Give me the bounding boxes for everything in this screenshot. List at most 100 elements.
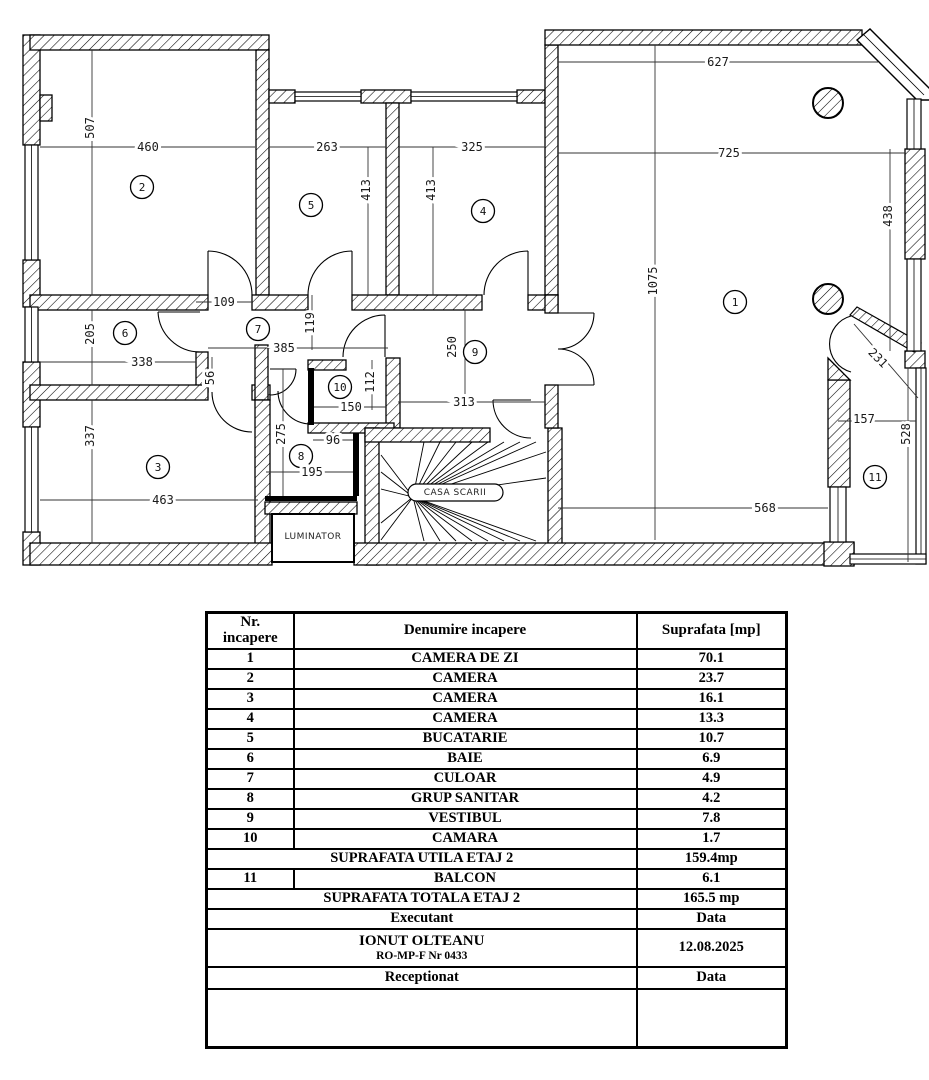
stair-tread-line	[412, 496, 457, 542]
dimension-label: 150	[340, 400, 362, 414]
dimension-label: 112	[363, 371, 377, 393]
dimension-label: 337	[83, 425, 97, 447]
room-number: 1	[732, 296, 739, 309]
room-name-cell: CAMARA	[292, 828, 638, 850]
room-name-cell: CAMERA	[292, 668, 638, 690]
door-swing	[483, 250, 529, 296]
room-name-cell: GRUP SANITAR	[292, 788, 638, 810]
room-number-circle	[470, 198, 496, 224]
room-number-cell: 10	[205, 828, 295, 850]
thin-wall-segment	[265, 496, 357, 501]
dimension-label: 313	[453, 395, 475, 409]
door-swing	[342, 314, 386, 358]
room-name-cell: BUCATARIE	[292, 728, 638, 750]
dimension-label: 325	[461, 140, 483, 154]
wall-segment	[353, 542, 855, 566]
room-name-cell: BALCON	[292, 868, 638, 890]
windows-layer	[24, 91, 927, 565]
room-number-circle	[129, 174, 155, 200]
dimension-label: 205	[83, 323, 97, 345]
wall-segment	[29, 384, 209, 401]
room-name-cell: CAMERA DE ZI	[292, 648, 638, 670]
wall-segment	[29, 542, 273, 566]
executant-data-cell: Data	[635, 908, 788, 930]
wall-segment	[307, 359, 347, 371]
room-number: 5	[308, 199, 315, 212]
luminator-label: LUMINATOR	[284, 532, 341, 542]
wall-segment	[360, 89, 412, 104]
room-number: 9	[472, 346, 479, 359]
room-number-circle	[862, 464, 888, 490]
dimension-label: 275	[274, 423, 288, 445]
room-name-cell: CAMERA	[292, 708, 638, 730]
dimension-label: 413	[424, 179, 438, 201]
chamfer-window-midline	[862, 33, 925, 96]
dimension-label: 231	[865, 345, 890, 370]
stair-label: CASA SCARII	[424, 488, 487, 498]
stair-tread-line	[412, 496, 425, 542]
room-number-cell: 1	[205, 648, 295, 670]
room-number-circle	[298, 192, 324, 218]
room-number-cell: 4	[205, 708, 295, 730]
room-number: 8	[298, 450, 305, 463]
area-cell: 16.1	[635, 688, 788, 710]
luminator: LUMINATOR	[271, 513, 355, 563]
room-number: 7	[255, 323, 262, 336]
empty-signature-cell	[205, 988, 638, 1048]
stair-tread-line	[412, 496, 505, 542]
wall-segment	[385, 102, 400, 296]
subtotal-value-cell: 159.4mp	[635, 848, 788, 870]
header-room-name: Denumire incapere	[292, 611, 638, 650]
dimension-label: 195	[301, 465, 323, 479]
room-number-cell: 5	[205, 728, 295, 750]
dimension-label: 385	[273, 341, 295, 355]
dimension-label: 109	[213, 295, 235, 309]
stair-tread-line	[412, 496, 521, 542]
dimension-label: 460	[137, 140, 159, 154]
stair-tread-line	[412, 496, 473, 542]
area-cell: 4.9	[635, 768, 788, 790]
columns	[812, 87, 844, 315]
door-swing	[157, 311, 201, 353]
receptionat-label-cell: Receptionat	[205, 966, 638, 990]
door-swing	[307, 250, 353, 296]
wall-segment	[255, 49, 270, 296]
room-name-cell: CULOAR	[292, 768, 638, 790]
area-cell: 6.9	[635, 748, 788, 770]
receptionat-data-cell: Data	[635, 966, 788, 990]
room-number: 3	[155, 461, 162, 474]
wall-segment	[516, 89, 546, 104]
dimension-label: 1075	[646, 267, 660, 296]
dimension-label: 96	[326, 433, 340, 447]
balcony-wall-angled-end	[827, 356, 852, 381]
signer-name: IONUT OLTEANU	[359, 933, 485, 950]
room-number-cell: 8	[205, 788, 295, 810]
dimension-label: 157	[853, 412, 875, 426]
dimension-label: 338	[131, 355, 153, 369]
wall-segment	[904, 350, 926, 369]
table-header: Nr. incapere Denumire incapere Suprafata…	[205, 611, 788, 650]
area-cell: 23.7	[635, 668, 788, 690]
column-icon	[812, 283, 844, 315]
room-number: 4	[480, 205, 487, 218]
room-number-circle	[245, 316, 271, 342]
dimension-label: 438	[881, 205, 895, 227]
wall-segment	[251, 294, 309, 311]
area-cell: 1.7	[635, 828, 788, 850]
room-area-table: Nr. incapere Denumire incapere Suprafata…	[205, 611, 788, 1049]
area-cell: 6.1	[635, 868, 788, 890]
wall-segment	[264, 501, 358, 515]
door-swing	[277, 390, 312, 425]
dimension-line	[853, 323, 919, 399]
wall-segment	[827, 379, 851, 488]
dimension-label: 263	[316, 140, 338, 154]
walls-layer	[22, 29, 926, 567]
